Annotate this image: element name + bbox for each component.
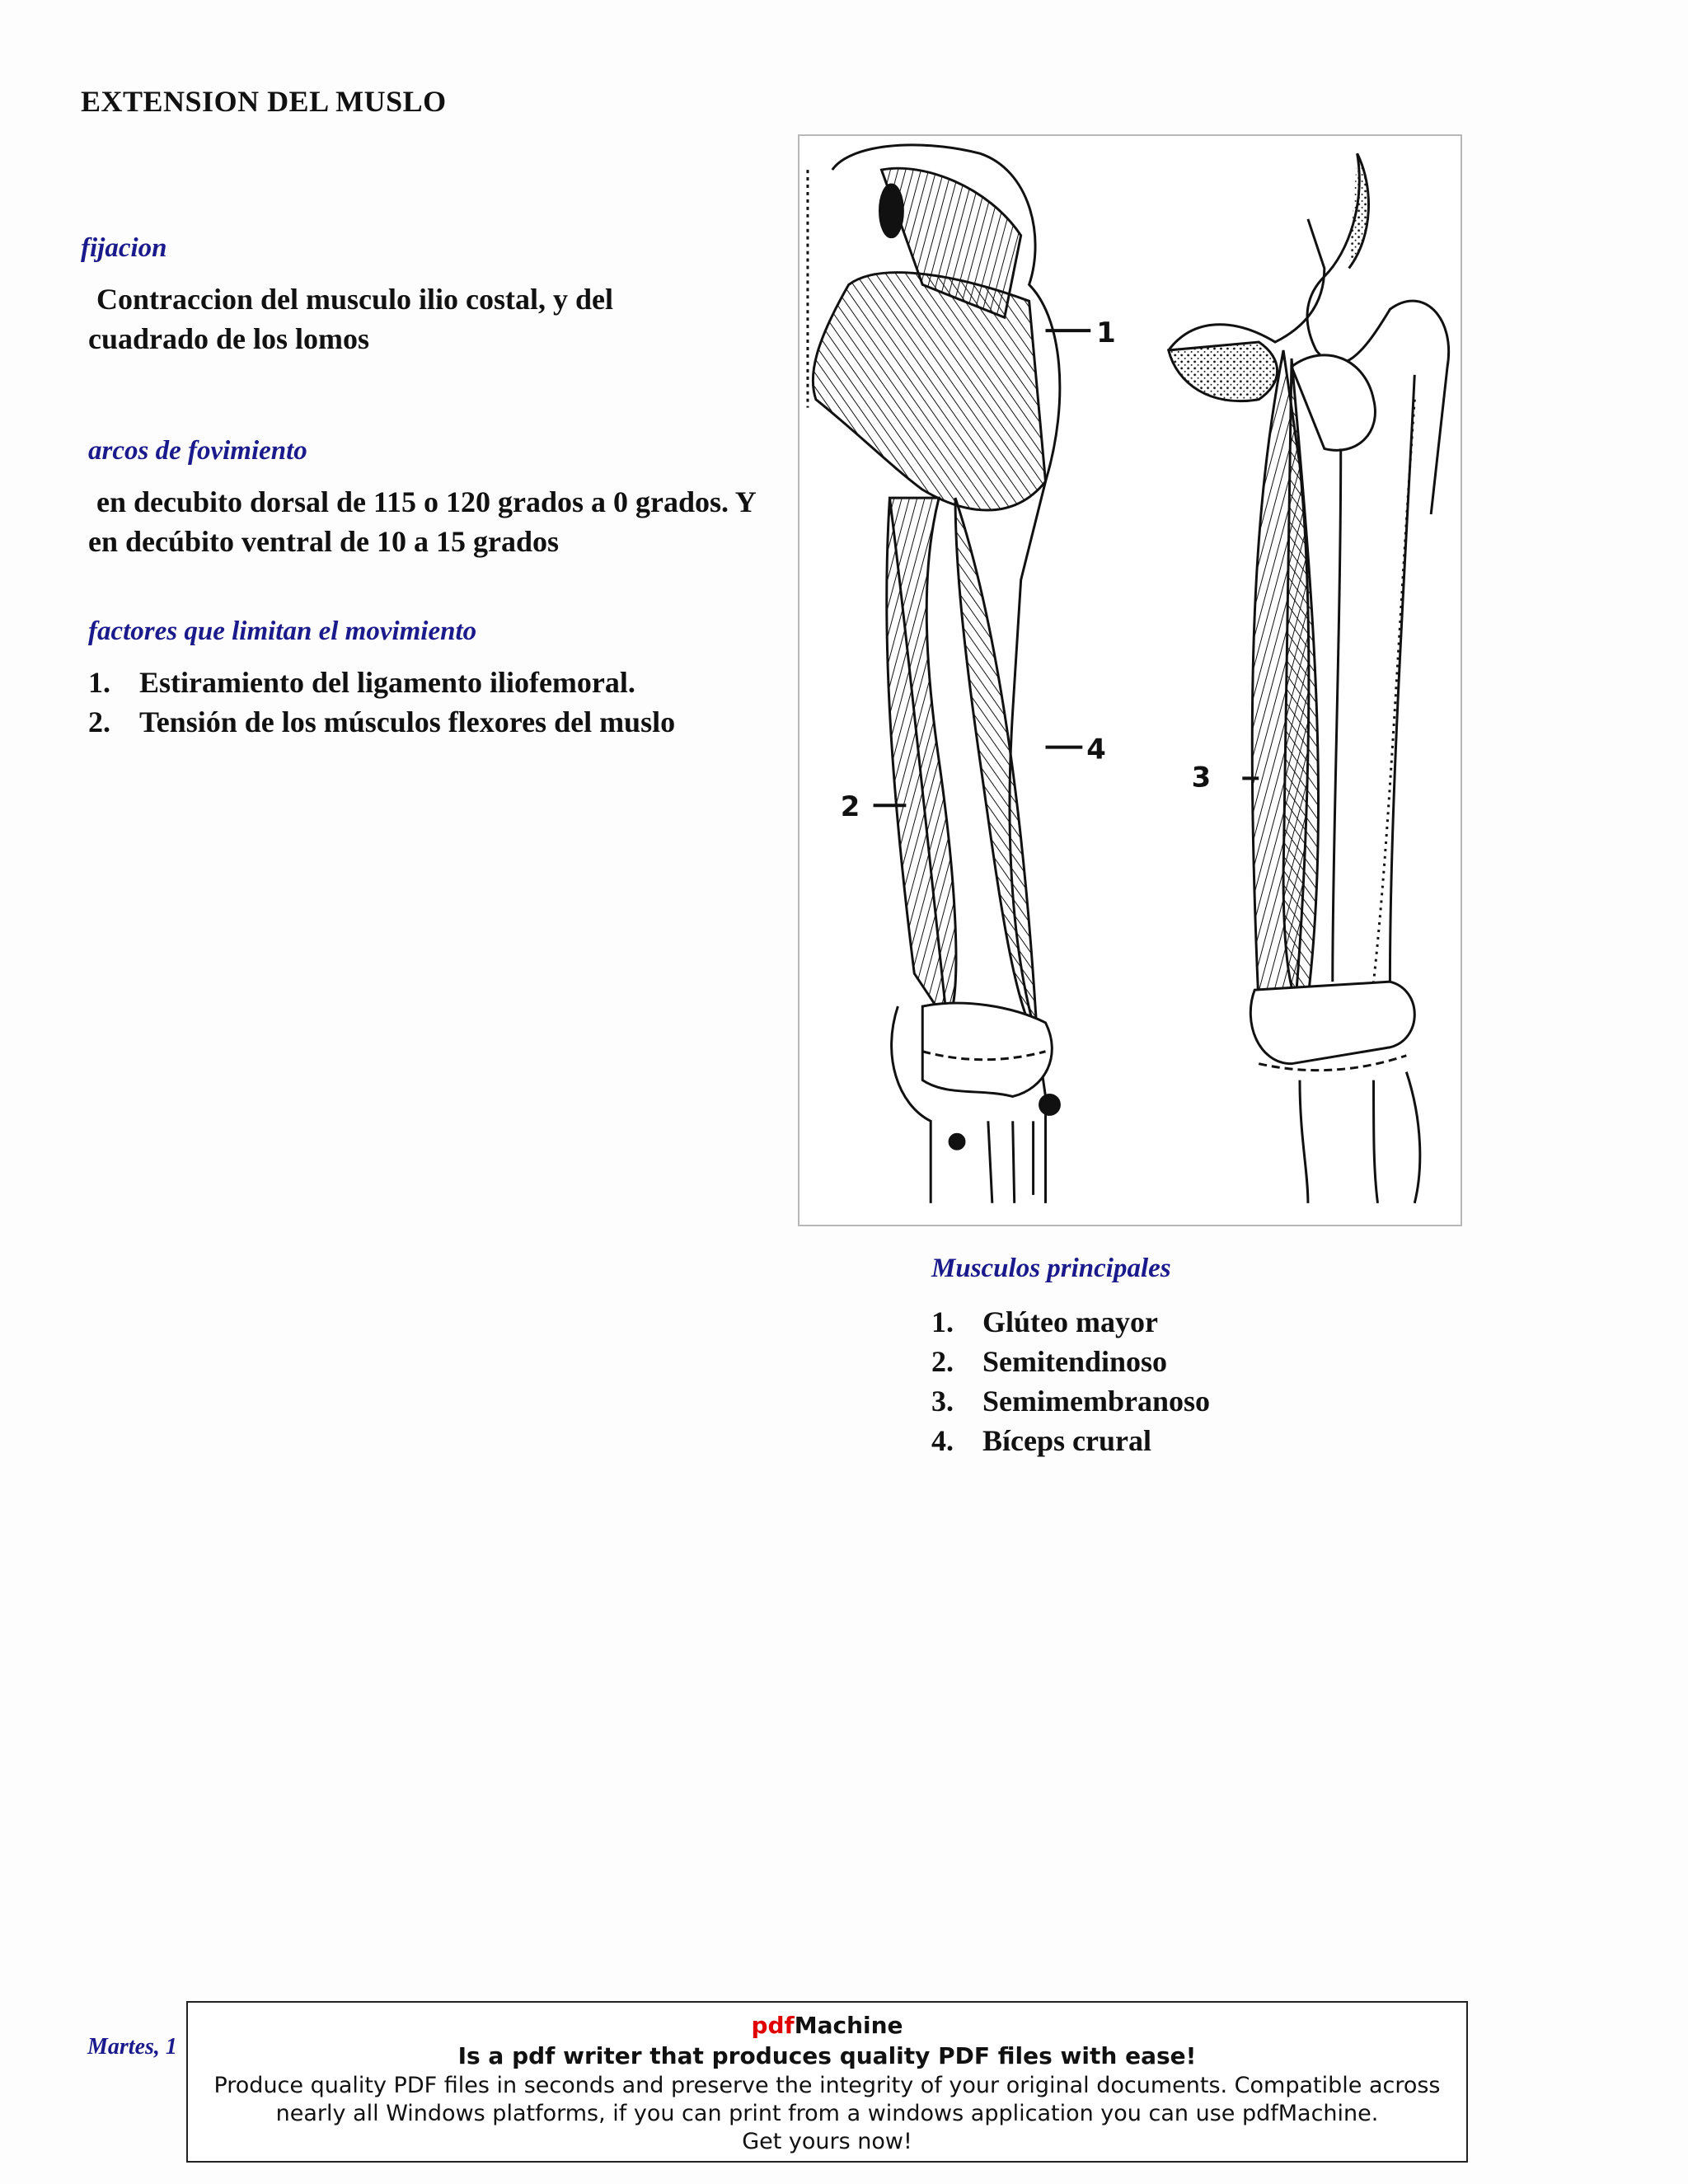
left-leg-drawing <box>806 143 1091 1203</box>
arcos-text: en decubito dorsal de 115 o 120 grados a… <box>88 485 756 558</box>
list-item: 2.Tensión de los músculos flexores del m… <box>88 705 676 738</box>
anatomy-illustration: 1 2 3 4 <box>806 143 1451 1204</box>
ad-description: Produce quality PDF files in seconds and… <box>213 2073 1441 2126</box>
musculos-list: 1.Glúteo mayor 2.Semitendinoso 3.Semimem… <box>931 1302 1508 1460</box>
page-title: EXTENSION DEL MUSLO <box>81 85 447 118</box>
list-item: 3.Semimembranoso <box>931 1385 1210 1418</box>
label-1: 1 <box>1096 316 1116 349</box>
factores-list: 1.Estiramiento del ligamento iliofemoral… <box>88 663 797 742</box>
arcos-heading: arcos de fovimiento <box>88 436 307 466</box>
list-item: 4.Bíceps crural <box>931 1424 1151 1457</box>
fijacion-text: Contraccion del musculo ilio costal, y d… <box>88 283 613 355</box>
ad-tagline: Is a pdf writer that produces quality PD… <box>457 2042 1197 2069</box>
pdfmachine-banner[interactable]: pdfMachine Is a pdf writer that produces… <box>186 2001 1468 2163</box>
ad-cta[interactable]: Get yours now! <box>742 2129 912 2154</box>
musculos-heading: Musculos principales <box>931 1254 1171 1283</box>
anatomy-figure: 1 2 3 4 <box>798 134 1462 1226</box>
label-2: 2 <box>841 790 860 823</box>
fijacion-heading: fijacion <box>81 233 167 263</box>
footer-date: Martes, 1 <box>87 2034 177 2060</box>
list-item: 2.Semitendinoso <box>931 1345 1168 1378</box>
label-4: 4 <box>1086 733 1106 766</box>
label-3: 3 <box>1192 761 1212 793</box>
brand-logo[interactable]: pdfMachine <box>751 2012 903 2039</box>
list-item: 1.Estiramiento del ligamento iliofemoral… <box>88 666 635 699</box>
factores-heading: factores que limitan el movimiento <box>88 616 477 646</box>
right-leg-drawing <box>1166 152 1451 1204</box>
list-item: 1.Glúteo mayor <box>931 1305 1158 1338</box>
